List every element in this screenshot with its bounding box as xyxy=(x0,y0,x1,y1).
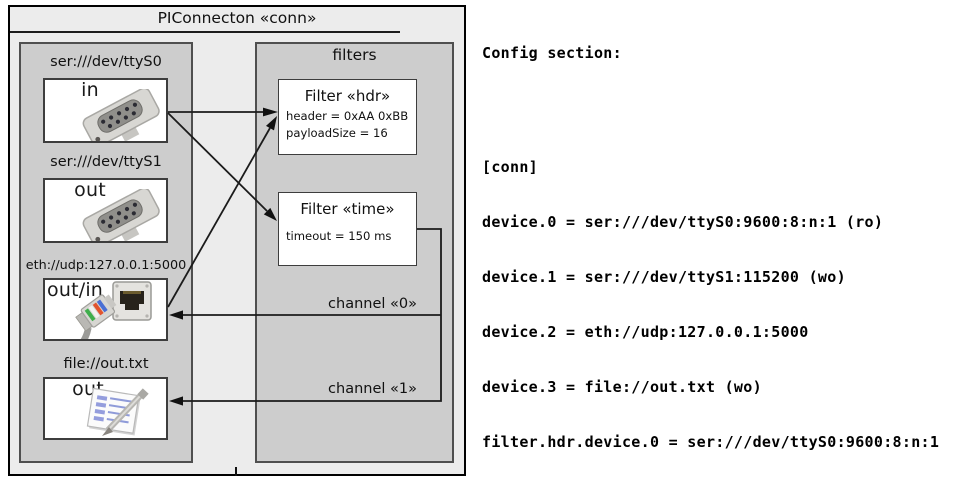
config-lines: [conn] device.0 = ser:///dev/ttyS0:9600:… xyxy=(482,121,960,484)
device-port-ttyS1: out xyxy=(74,179,106,201)
config-line: [conn] xyxy=(482,157,538,176)
device-label-file: file://out.txt xyxy=(63,356,149,372)
channel-0-label: channel «0» xyxy=(328,296,417,312)
filters-panel-title: filters xyxy=(332,46,377,64)
frame-title: PIConnecton «conn» xyxy=(157,9,317,27)
filter-time-title: Filter «time» xyxy=(300,200,395,218)
filter-hdr-box: Filter «hdr» header = 0xAA 0xBB payloadS… xyxy=(278,79,417,155)
frame-bottom-tick xyxy=(235,467,237,476)
serial-connector-icon xyxy=(82,89,160,141)
config-line: device.1 = ser:///dev/ttyS1:115200 (wo) xyxy=(482,267,846,286)
filter-time-box: Filter «time» timeout = 150 ms xyxy=(278,192,417,266)
filter-time-attr-timeout: timeout = 150 ms xyxy=(286,229,392,243)
filter-hdr-title: Filter «hdr» xyxy=(304,87,391,105)
device-label-eth: eth://udp:127.0.0.1:5000 xyxy=(25,258,187,273)
config-line: device.3 = file://out.txt (wo) xyxy=(482,377,762,396)
serial-connector-icon xyxy=(82,189,160,241)
device-port-ttyS0: in xyxy=(81,79,99,101)
notepad-pencil-icon xyxy=(86,387,149,436)
device-label-ttyS1: ser:///dev/ttyS1 xyxy=(50,154,162,170)
channel-1-label: channel «1» xyxy=(328,381,417,397)
config-line: device.2 = eth://udp:127.0.0.1:5000 xyxy=(482,322,809,341)
device-port-eth: out/in xyxy=(47,279,104,301)
config-section: Config section: [conn] device.0 = ser://… xyxy=(482,7,960,484)
ethernet-plug-icon xyxy=(71,294,117,339)
config-line: filter.hdr.device.0 = ser:///dev/ttyS0:9… xyxy=(482,432,940,451)
device-label-ttyS0: ser:///dev/ttyS0 xyxy=(50,54,162,70)
ethernet-jack-icon xyxy=(112,281,152,321)
filter-hdr-attr-header: header = 0xAA 0xBB xyxy=(286,109,409,123)
frame-title-separator xyxy=(10,31,400,33)
filter-hdr-attr-payload: payloadSize = 16 xyxy=(286,126,388,140)
config-line: device.0 = ser:///dev/ttyS0:9600:8:n:1 (… xyxy=(482,212,884,231)
config-heading: Config section: xyxy=(482,43,622,62)
